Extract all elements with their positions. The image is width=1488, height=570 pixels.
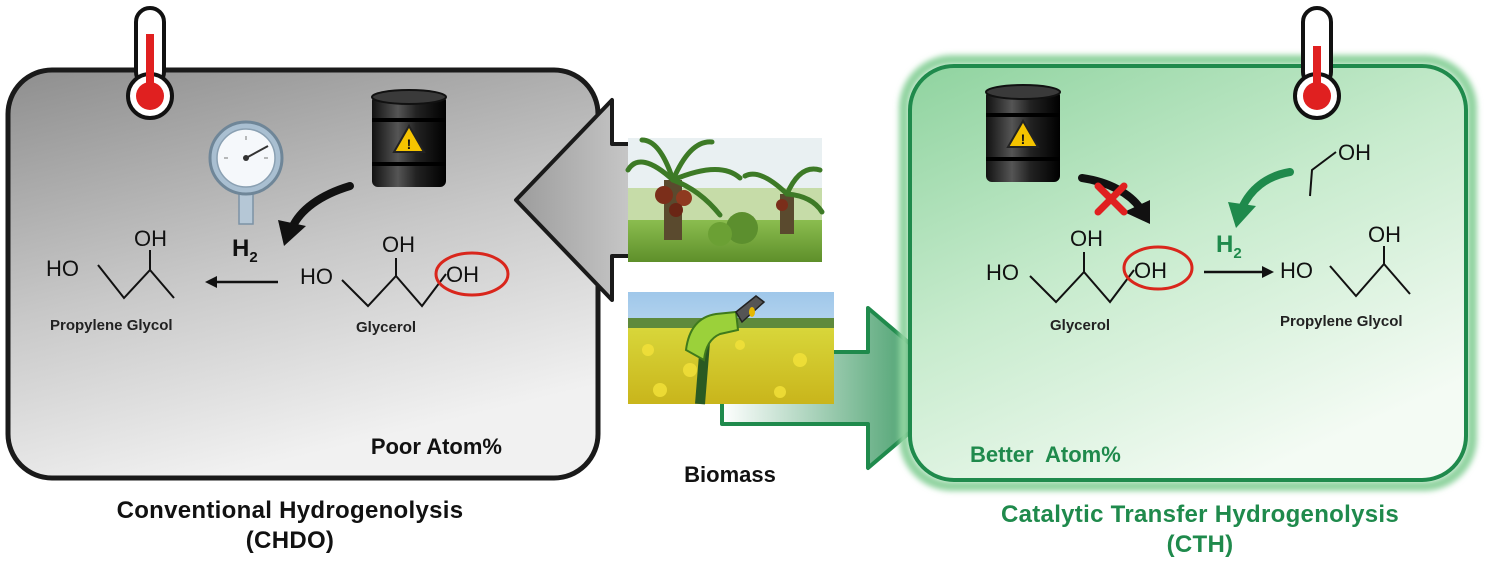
glycerol-label: Glycerol: [1050, 317, 1110, 334]
cth-caption: Catalytic Transfer Hydrogenolysis (CTH): [930, 500, 1470, 560]
conventional-abbr: (CHDO): [245, 527, 335, 554]
poor-atom-label: Poor Atom%: [371, 434, 502, 459]
ho-label: HO: [46, 256, 79, 281]
ho-label: HO: [1280, 258, 1313, 283]
h2-feed-arrow: [278, 182, 354, 246]
glycerol-label: Glycerol: [356, 319, 416, 336]
better-atom-label: Better Atom%: [970, 442, 1121, 467]
cth-abbr: (CTH): [1166, 531, 1234, 558]
conventional-title: Conventional Hydrogenolysis: [116, 497, 464, 524]
propylene-glycol-structure: OH HO Propylene Glycol: [1280, 222, 1411, 330]
glycerol-structure: OH HO OH Glycerol: [986, 226, 1194, 334]
h2-label: H2: [1216, 231, 1242, 262]
propylene-glycol-label: Propylene Glycol: [1280, 313, 1403, 330]
h2-donor-arrow: [1228, 168, 1294, 228]
pressure-gauge-icon: [208, 120, 284, 225]
ho-label: HO: [986, 260, 1019, 285]
ho-label: HO: [300, 264, 333, 289]
reaction-arrow: [1204, 266, 1274, 278]
cth-title: Catalytic Transfer Hydrogenolysis: [1000, 501, 1400, 528]
oh-label: OH: [382, 232, 415, 257]
biomass-label: Biomass: [684, 462, 776, 487]
oil-barrel-icon: !: [371, 89, 447, 187]
propylene-glycol-structure: OH HO Propylene Glycol: [46, 226, 175, 334]
h2-label: H2: [232, 235, 258, 266]
oh-label: OH: [1070, 226, 1103, 251]
oil-barrel-icon: !: [985, 84, 1061, 182]
glycerol-structure: OH HO OH Glycerol: [300, 232, 510, 336]
thermometer-icon: [1293, 6, 1341, 120]
highlight-circle: [1122, 245, 1194, 291]
oh-label: OH: [1338, 140, 1371, 165]
fuel-nozzle-photo: [628, 292, 834, 405]
svg-text:!: !: [407, 136, 412, 152]
oh-label: OH: [1134, 258, 1167, 283]
reaction-arrow: [205, 276, 278, 288]
oh-label: OH: [134, 226, 167, 251]
highlight-circle: [434, 251, 510, 297]
h-donor-structure: OH: [1309, 140, 1371, 197]
cross-mark-icon: [1094, 182, 1128, 216]
conventional-caption: Conventional Hydrogenolysis (CHDO): [40, 496, 540, 556]
thermometer-icon: [126, 6, 174, 120]
palm-tree-photo: [625, 137, 825, 262]
oh-label: OH: [1368, 222, 1401, 247]
oh-label: OH: [446, 262, 479, 287]
svg-text:!: !: [1021, 131, 1026, 147]
propylene-glycol-label: Propylene Glycol: [50, 317, 173, 334]
svg-text:H2: H2: [1216, 231, 1242, 262]
svg-text:H2: H2: [232, 235, 258, 266]
